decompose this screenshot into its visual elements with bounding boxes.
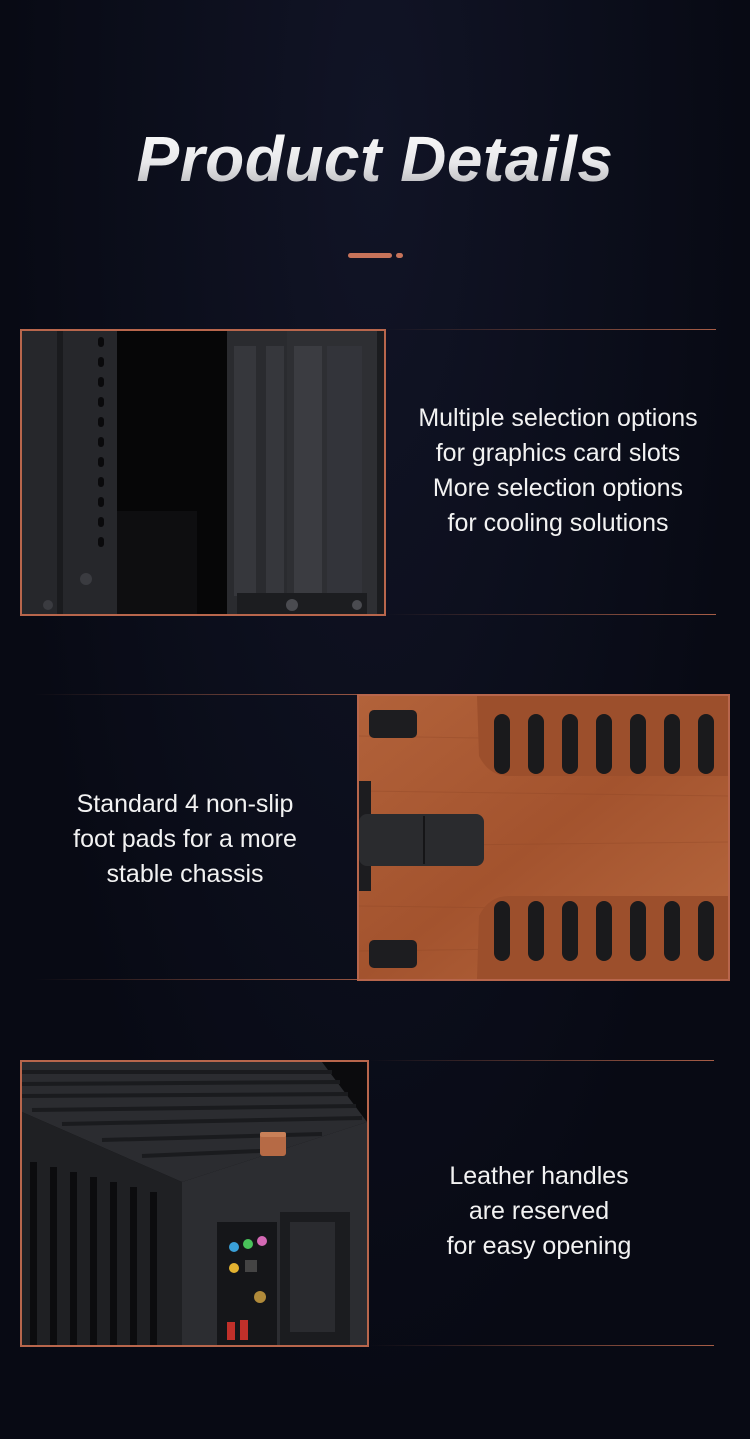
caption-line: for easy opening — [446, 1232, 632, 1260]
leather-handle-chassis-photo — [20, 1060, 369, 1347]
caption-line: for cooling solutions — [447, 509, 669, 537]
caption-line: Multiple selection options — [418, 404, 698, 432]
section-rule — [386, 329, 716, 330]
caption-line: Leather handles — [449, 1162, 629, 1190]
page-title: Product Details — [0, 122, 750, 196]
chassis-bottom-foot-pads-photo — [357, 694, 730, 981]
caption-line: stable chassis — [106, 860, 264, 888]
title-divider-dot — [396, 253, 403, 258]
caption-line: are reserved — [468, 1197, 610, 1225]
caption-leather-handle: Leather handles are reserved for easy op… — [369, 1159, 709, 1264]
section-rule — [34, 694, 358, 695]
graphics-card-bay-photo — [20, 329, 386, 616]
section-rule — [386, 614, 716, 615]
caption-line: for graphics card slots — [435, 439, 681, 467]
title-divider — [348, 253, 392, 258]
section-rule — [369, 1060, 714, 1061]
caption-line: Standard 4 non-slip — [76, 790, 294, 818]
caption-line: More selection options — [432, 474, 684, 502]
section-rule — [34, 979, 358, 980]
section-rule — [369, 1345, 714, 1346]
caption-line: foot pads for a more — [73, 825, 297, 853]
caption-graphics: Multiple selection options for graphics … — [386, 401, 730, 541]
caption-foot-pads: Standard 4 non-slip foot pads for a more… — [20, 787, 350, 892]
